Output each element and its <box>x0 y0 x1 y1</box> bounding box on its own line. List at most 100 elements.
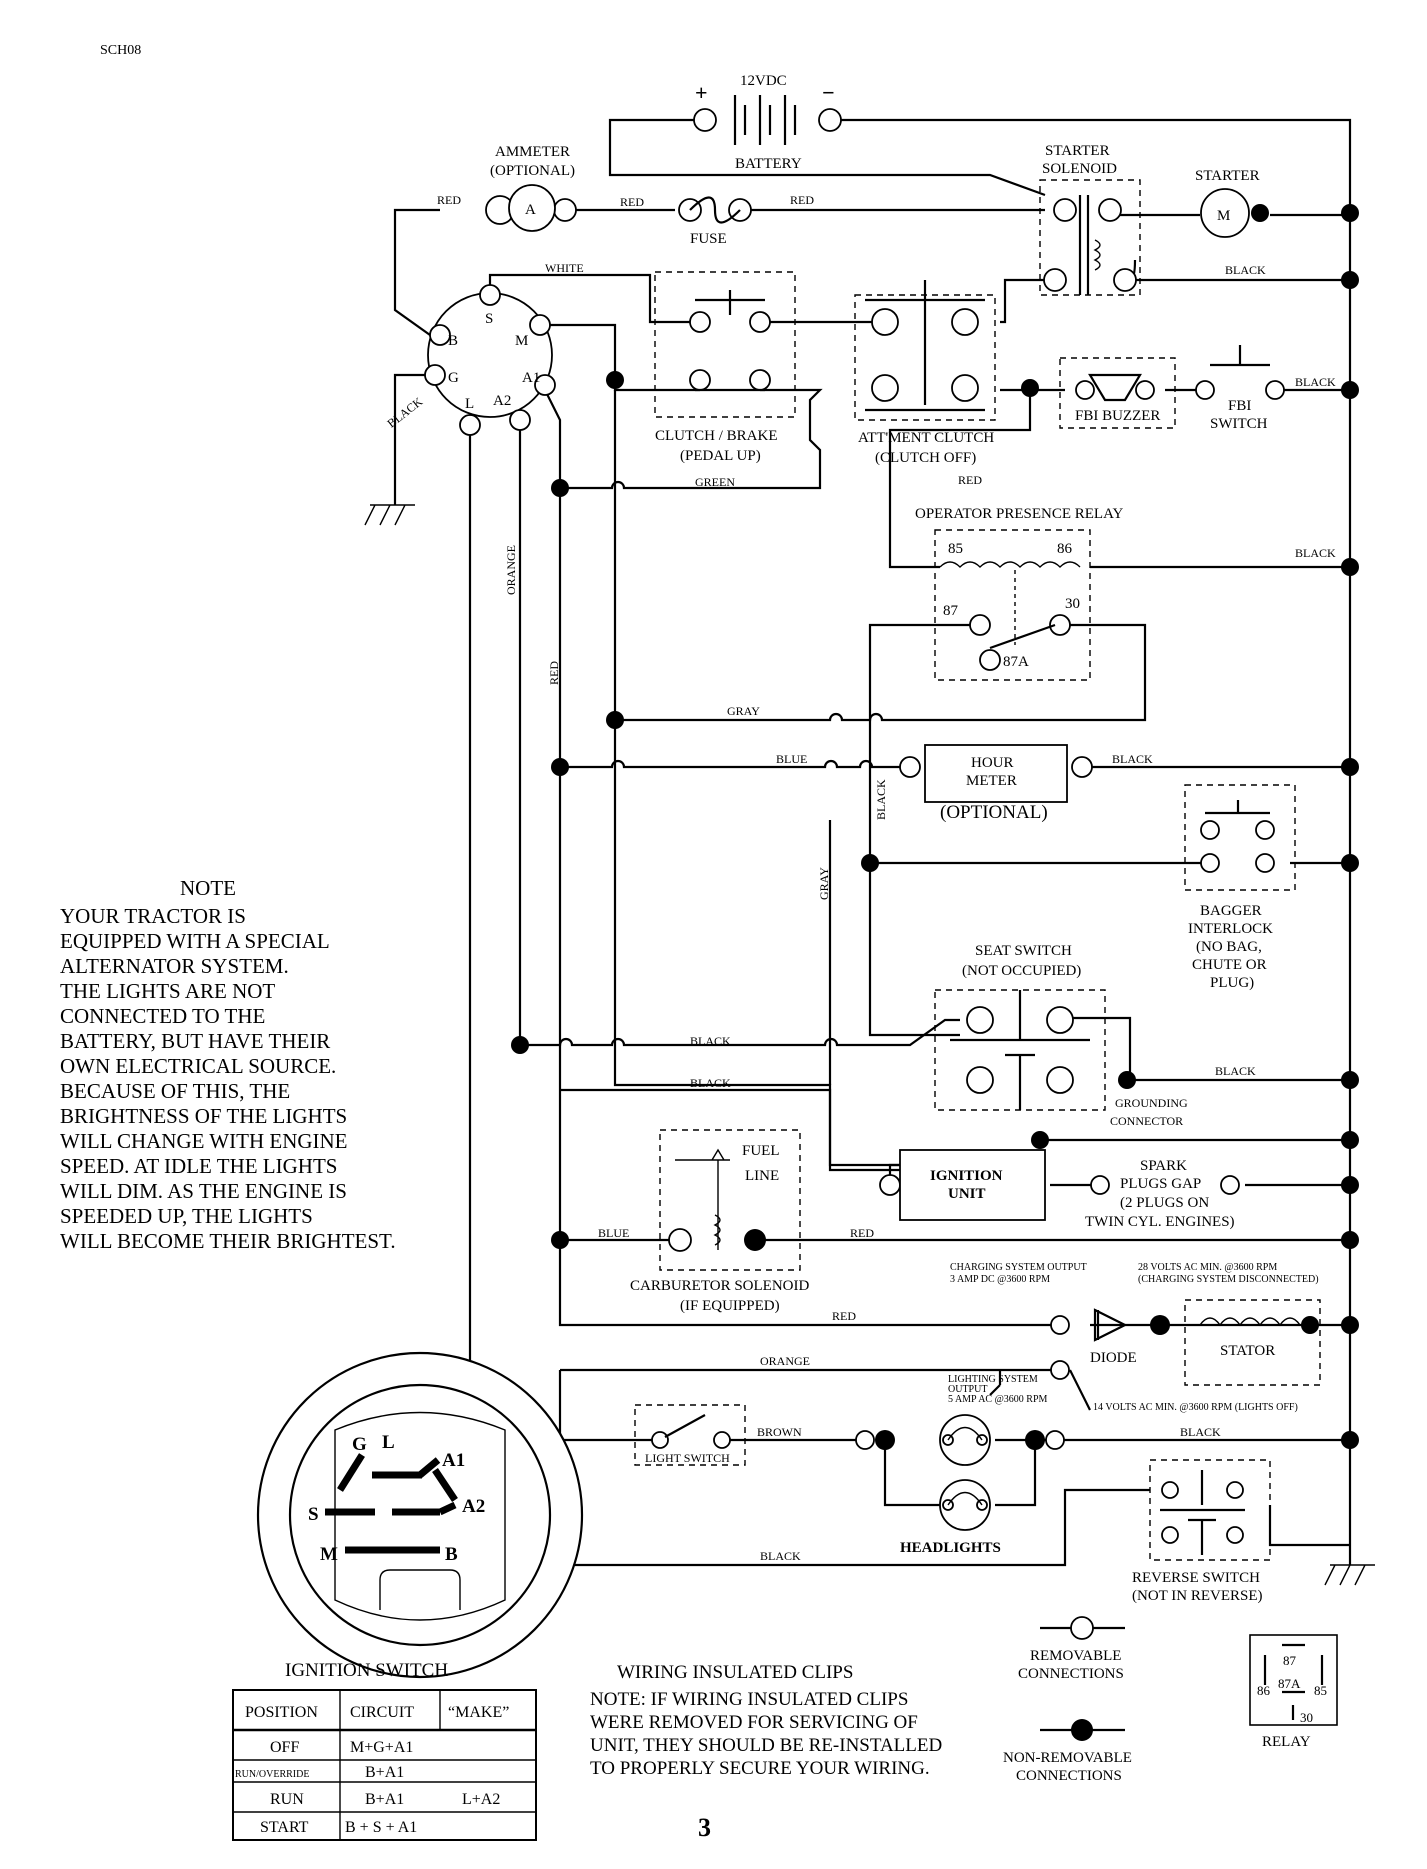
ground-rail-nodes <box>1031 204 1359 1449</box>
ign-terminal-l: L <box>465 396 474 412</box>
igs-table-cell: RUN <box>270 1791 304 1808</box>
relay-legend-85: 85 <box>1314 1683 1327 1698</box>
seat-switch: SEAT SWITCH (NOT OCCUPIED) <box>934 943 1106 1111</box>
node-grounding <box>1118 1071 1136 1089</box>
igs-label-a2: A2 <box>462 1496 485 1517</box>
igs-table-cell: START <box>260 1819 309 1836</box>
igs-table-cell: OFF <box>270 1739 299 1756</box>
wire-label-black-hour: BLACK <box>1112 752 1153 766</box>
igs-label-l: L <box>382 1432 395 1453</box>
charging-label-1: CHARGING SYSTEM OUTPUT <box>950 1262 1087 1273</box>
starter-solenoid: STARTER SOLENOID <box>1039 143 1141 296</box>
carburetor-solenoid: FUEL LINE CARBURETOR SOLENOID (IF EQUIPP… <box>630 1129 809 1314</box>
bagger-interlock: BAGGER INTERLOCK (NO BAG, CHUTE OR PLUG) <box>1184 784 1296 991</box>
lighting-label-1: LIGHTING SYSTEM <box>948 1374 1038 1385</box>
clutch-brake-switch: CLUTCH / BRAKE (PEDAL UP) <box>654 271 796 464</box>
relay-pin-86: 86 <box>1057 541 1073 557</box>
fuel-line-label-1: FUEL <box>742 1143 780 1159</box>
wire-label-white: WHITE <box>545 261 584 275</box>
charging-system: CHARGING SYSTEM OUTPUT 3 AMP DC @3600 RP… <box>950 1262 1319 1366</box>
legend-removable-1: REMOVABLE <box>1030 1648 1121 1664</box>
note-line: OWN ELECTRICAL SOURCE. <box>60 1054 336 1078</box>
relay-legend-label: RELAY <box>1262 1734 1311 1750</box>
note-line: ALTERNATOR SYSTEM. <box>60 954 289 978</box>
legend-nonremovable-1: NON-REMOVABLE <box>1003 1750 1132 1766</box>
relay-pin-85: 85 <box>948 541 963 557</box>
headlights-label: HEADLIGHTS <box>900 1540 1001 1556</box>
ammeter-symbol: A <box>525 202 536 218</box>
node-m <box>606 371 624 389</box>
grounding-label-1: GROUNDING <box>1115 1096 1188 1110</box>
wire-label-brown: BROWN <box>757 1425 802 1439</box>
wire-label-red-relay: RED <box>958 473 982 487</box>
wire-label-black-starter: BLACK <box>1225 263 1266 277</box>
ammeter-label-2: (OPTIONAL) <box>490 163 575 179</box>
igs-table-header: CIRCUIT <box>350 1704 414 1721</box>
note-line: WILL BECOME THEIR BRIGHTEST. <box>60 1229 396 1253</box>
wire-label-orange: ORANGE <box>760 1354 810 1368</box>
igs-label-b: B <box>445 1544 458 1565</box>
spark-label-4: TWIN CYL. ENGINES) <box>1085 1214 1235 1230</box>
clutch-brake-label-2: (PEDAL UP) <box>680 448 761 464</box>
ignition-switch-table: IGNITION SWITCH POSITION CIRCUIT “MAKE” … <box>232 1660 537 1841</box>
wire-label-red-3: RED <box>790 193 814 207</box>
starter: M STARTER <box>1195 168 1269 238</box>
clips-title: WIRING INSULATED CLIPS <box>617 1662 853 1683</box>
clips-line: NOTE: IF WIRING INSULATED CLIPS <box>590 1689 908 1710</box>
relay-legend-30: 30 <box>1300 1710 1313 1725</box>
ign-terminal-b: B <box>448 333 458 349</box>
clutch-brake-label-1: CLUTCH / BRAKE <box>655 428 778 444</box>
spark-plugs-gap: SPARK PLUGS GAP (2 PLUGS ON TWIN CYL. EN… <box>1085 1158 1240 1230</box>
lighting-output: LIGHTING SYSTEM OUTPUT 5 AMP AC @3600 RP… <box>948 1360 1298 1413</box>
wire-label-red-carb: RED <box>850 1226 874 1240</box>
igs-table-cell: B+A1 <box>365 1764 404 1781</box>
relay-legend-87a: 87A <box>1278 1676 1301 1691</box>
hour-meter-label-3: (OPTIONAL) <box>940 802 1048 823</box>
ign-terminal-g: G <box>448 370 459 386</box>
fuel-line-label-2: LINE <box>745 1168 779 1184</box>
operator-presence-relay: OPERATOR PRESENCE RELAY 85 86 87 30 87A <box>915 506 1124 681</box>
note-line: WILL CHANGE WITH ENGINE <box>60 1129 348 1153</box>
legend: REMOVABLE CONNECTIONS NON-REMOVABLE CONN… <box>1003 1616 1338 1784</box>
grounding-label-2: CONNECTOR <box>1110 1114 1183 1128</box>
relay-legend-86: 86 <box>1257 1683 1271 1698</box>
igs-table-header: POSITION <box>245 1704 318 1721</box>
wire-label-black-lights: BLACK <box>1180 1425 1221 1439</box>
wire-label-black-fbi: BLACK <box>1295 375 1336 389</box>
light-switch: LIGHT SWITCH <box>634 1404 746 1466</box>
igs-table-header: “MAKE” <box>448 1704 509 1721</box>
att-clutch-label-2: (CLUTCH OFF) <box>875 450 976 466</box>
wire-label-black-bottom: BLACK <box>760 1549 801 1563</box>
ignition-switch-graphic: G L A1 S A2 M B <box>256 1351 584 1679</box>
spark-label-1: SPARK <box>1140 1158 1187 1174</box>
bagger-label-5: PLUG) <box>1210 975 1254 991</box>
ammeter-label-1: AMMETER <box>495 144 570 160</box>
ignition-unit-label-1: IGNITION <box>930 1168 1003 1184</box>
ignition-unit-label-2: UNIT <box>948 1186 986 1202</box>
note-line: THE LIGHTS ARE NOT <box>60 979 275 1003</box>
relay-pin-87: 87 <box>943 603 959 619</box>
battery-minus: − <box>822 80 835 105</box>
bagger-label-2: INTERLOCK <box>1188 921 1273 937</box>
igs-label-s: S <box>308 1504 319 1525</box>
fbi-buzzer: FBI BUZZER <box>1059 357 1176 429</box>
relay-label: OPERATOR PRESENCE RELAY <box>915 506 1124 522</box>
fuse: FUSE <box>678 196 752 247</box>
seat-switch-label-2: (NOT OCCUPIED) <box>962 963 1081 979</box>
igs-label-g: G <box>352 1434 367 1455</box>
wire-label-green: GREEN <box>695 475 735 489</box>
relay-pin-30: 30 <box>1065 596 1080 612</box>
volts14-label: 14 VOLTS AC MIN. @3600 RPM (LIGHTS OFF) <box>1093 1402 1298 1413</box>
bagger-label-1: BAGGER <box>1200 903 1262 919</box>
volts28-label-2: (CHARGING SYSTEM DISCONNECTED) <box>1138 1274 1319 1285</box>
attachment-clutch-switch: ATT'MENT CLUTCH (CLUTCH OFF) <box>854 280 996 466</box>
igs-table-cell: B + S + A1 <box>345 1819 417 1836</box>
igs-table-title: IGNITION SWITCH <box>285 1660 448 1681</box>
fuse-label: FUSE <box>690 231 727 247</box>
wire-label-red-vert: RED <box>547 661 561 685</box>
doc-code: SCH08 <box>100 43 141 58</box>
page-number: 3 <box>698 1813 711 1842</box>
wire-label-black-vert: BLACK <box>874 779 888 820</box>
seat-switch-label-1: SEAT SWITCH <box>975 943 1072 959</box>
